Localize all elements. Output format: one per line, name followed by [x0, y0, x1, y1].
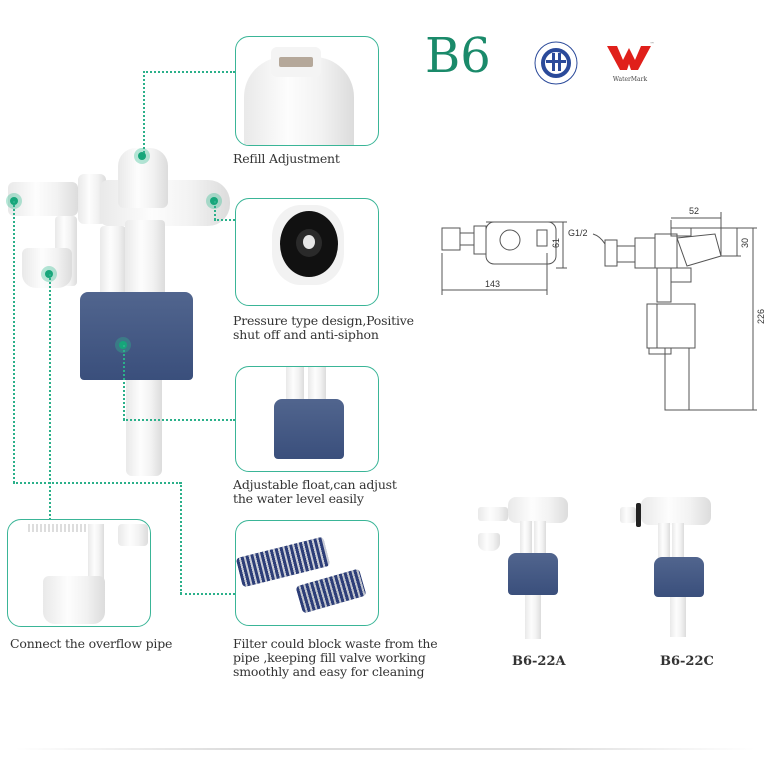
- connector-line: [214, 201, 216, 220]
- bottom-divider: [15, 748, 755, 750]
- dim-total-height: 226: [756, 309, 765, 324]
- connector-line: [214, 219, 235, 221]
- dim-thread: G1/2: [568, 228, 588, 238]
- indicator-dot-refill: [134, 148, 150, 164]
- dim-head: 30: [740, 238, 750, 248]
- connector-line: [143, 71, 145, 153]
- caption-overflow: Connect the overflow pipe: [10, 636, 173, 651]
- watermark-w-icon: ™: [607, 41, 654, 70]
- connector-line: [180, 482, 182, 594]
- dim-length: 143: [485, 279, 500, 289]
- connector-line: [13, 482, 181, 484]
- caption-pressure: Pressure type design,Positive shut off a…: [233, 313, 414, 342]
- feature-card-pressure: [235, 198, 379, 306]
- model-label-b6-22a: B6-22A: [512, 654, 566, 669]
- model-image-b6-22a: [478, 485, 568, 639]
- connector-line: [49, 274, 51, 520]
- caption-filter: Filter could block waste from the pipe ,…: [233, 636, 438, 679]
- china-water-cert-logo: [530, 40, 582, 86]
- model-label-b6-22c: B6-22C: [660, 654, 714, 669]
- connector-line: [123, 419, 235, 421]
- dim-offset: 52: [689, 206, 699, 216]
- filter-small: [295, 568, 367, 614]
- connector-line: [13, 201, 15, 483]
- dim-top-height: 61: [551, 238, 561, 248]
- watermark-label: WaterMark: [612, 76, 648, 83]
- technical-drawing: 143 61 G1/2 52 30 226: [425, 198, 766, 413]
- feature-card-refill: [235, 36, 379, 146]
- caption-refill: Refill Adjustment: [233, 151, 340, 166]
- feature-card-float: [235, 366, 379, 472]
- model-title: B6: [425, 28, 491, 84]
- connector-line: [143, 71, 235, 73]
- caption-float: Adjustable float,can adjust the water le…: [233, 477, 397, 506]
- feature-card-overflow: [7, 519, 151, 627]
- float-body: [80, 292, 193, 380]
- connector-line: [180, 593, 235, 595]
- watermark-logo: ™ WaterMark: [605, 40, 655, 86]
- connector-line: [123, 345, 125, 420]
- cert-seal-icon: [534, 41, 578, 85]
- model-image-b6-22c: [620, 485, 720, 637]
- main-product-image: [0, 140, 235, 490]
- svg-text:™: ™: [650, 41, 654, 46]
- feature-card-filter: [235, 520, 379, 626]
